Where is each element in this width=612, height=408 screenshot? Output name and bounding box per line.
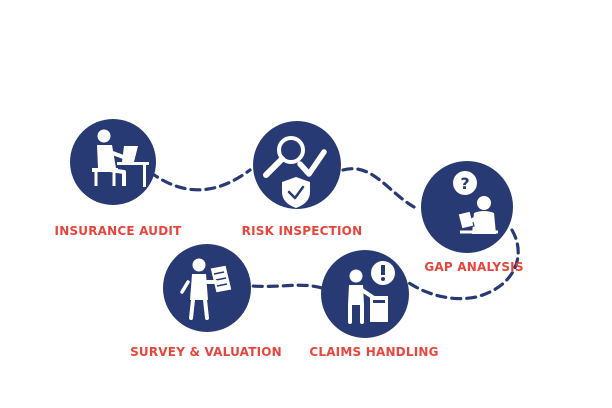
step-circle [253, 121, 341, 209]
step-label: GAP ANALYSIS [424, 260, 523, 274]
step-label: RISK INSPECTION [242, 224, 363, 238]
svg-text:?: ? [460, 174, 469, 193]
person-exclamation-icon [348, 261, 395, 324]
person-question-icon: ? [453, 171, 498, 234]
step-gap-analysis: ? GAP ANALYSIS [421, 161, 523, 274]
step-label: SURVEY & VALUATION [130, 345, 282, 359]
step-label: INSURANCE AUDIT [55, 224, 183, 238]
person-clipboard-icon [180, 258, 233, 320]
magnifier-shield-check-icon [263, 136, 327, 208]
dashed-connector [148, 167, 520, 301]
step-claims-handling: CLAIMS HANDLING [309, 250, 438, 359]
step-insurance-audit: INSURANCE AUDIT [55, 119, 183, 238]
person-at-desk-icon [92, 129, 149, 187]
step-label: CLAIMS HANDLING [309, 345, 438, 359]
step-risk-inspection: RISK INSPECTION [242, 121, 363, 238]
step-survey-valuation: SURVEY & VALUATION [130, 244, 282, 359]
